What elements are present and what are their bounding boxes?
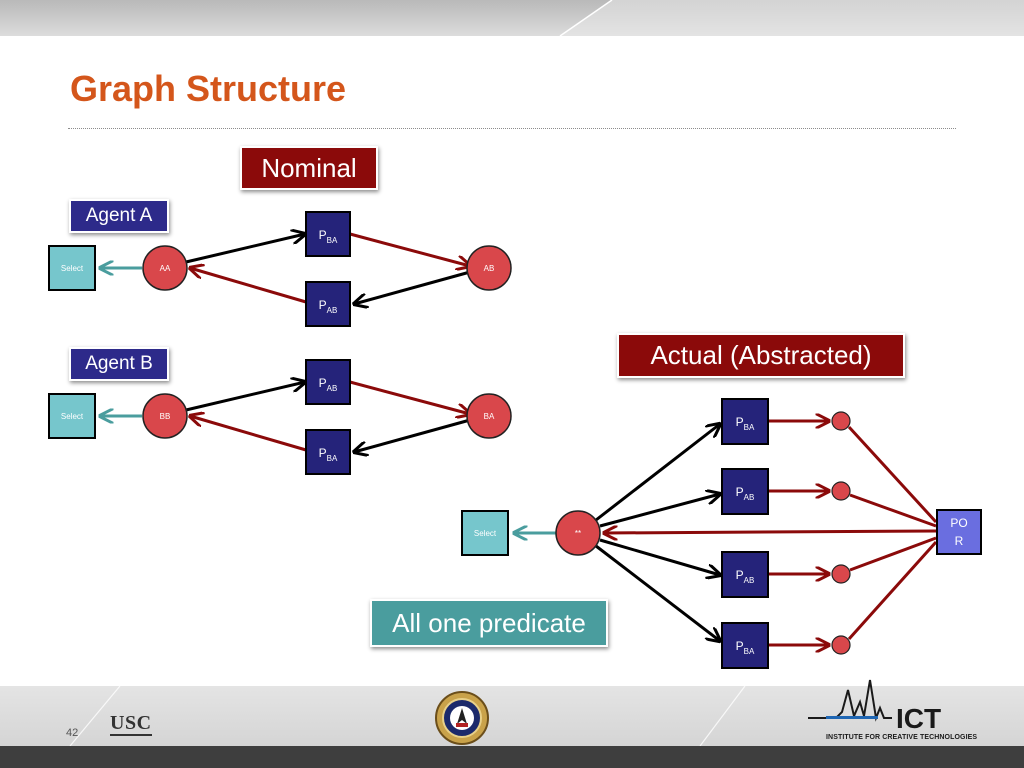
top-banner [0, 0, 1024, 36]
state-node-3 [831, 564, 851, 584]
predicate-node-actual-2: PAB [721, 468, 769, 515]
agent-a-label: Agent A [69, 199, 169, 233]
state-node-1 [831, 411, 851, 431]
edge-pab-to-aa [190, 268, 307, 304]
predicate-base: P [736, 568, 744, 582]
edge-center-to-p4 [595, 544, 720, 641]
edge-bb-to-pab [185, 382, 305, 412]
svg-text:PAB: PAB [736, 485, 755, 502]
edge-center-to-p2 [599, 494, 720, 528]
predicate-base: P [319, 228, 327, 242]
ict-logo-text: ICT [896, 703, 941, 734]
slide-title: Graph Structure [70, 68, 347, 109]
predicate-base: P [736, 415, 744, 429]
actual-abstracted-label: Actual (Abstracted) [617, 333, 905, 378]
edge-state2-to-por [849, 493, 937, 528]
edge-ab-to-pab [354, 270, 471, 304]
node-center-label: ** [575, 529, 581, 538]
agent-b-label-text: Agent B [85, 353, 153, 374]
svg-text:PBA: PBA [736, 639, 755, 656]
title-divider [68, 128, 956, 129]
edge-por-to-center [604, 531, 937, 533]
predicate-subscript: AB [327, 306, 338, 315]
svg-text:PBA: PBA [736, 415, 755, 432]
predicate-subscript: AB [327, 384, 338, 393]
predicate-base: P [319, 376, 327, 390]
select-node-label: Select [474, 529, 497, 538]
edge-pba-to-bb [190, 416, 307, 452]
page-number: 42 [66, 727, 79, 739]
footer-swoosh [69, 686, 746, 747]
node-aa-label: AA [160, 264, 171, 273]
predicate-base: P [736, 485, 744, 499]
svg-text:PAB: PAB [319, 376, 338, 393]
edge-aa-to-pba [185, 234, 305, 264]
node-ab-label: AB [484, 264, 495, 273]
usc-logo: USC [110, 712, 152, 736]
graph-diagram: Select AA AB PBA PAB Select [48, 211, 982, 669]
nominal-label-text: Nominal [261, 152, 357, 183]
state-node-4 [831, 635, 851, 655]
por-label-line-1: PO [950, 516, 967, 530]
state-node-2 [831, 481, 851, 501]
svg-text:PAB: PAB [736, 568, 755, 585]
predicate-base: P [319, 446, 327, 460]
predicate-subscript: BA [327, 454, 338, 463]
agent-a-label-text: Agent A [85, 205, 153, 226]
por-node: PO R [936, 509, 982, 555]
predicate-subscript: AB [744, 576, 755, 585]
node-bb-label: BB [160, 412, 171, 421]
edge-state3-to-por [849, 536, 937, 572]
edge-pab-to-ba [349, 380, 470, 414]
svg-text:PAB: PAB [319, 298, 338, 315]
edge-center-to-p1 [595, 424, 720, 522]
predicate-base: P [736, 639, 744, 653]
predicate-node-actual-1: PBA [721, 398, 769, 445]
select-node-b: Select [48, 393, 96, 439]
por-label-line-2: R [955, 534, 964, 548]
predicate-node-a-lower: PAB [305, 281, 351, 327]
predicate-node-actual-4: PBA [721, 622, 769, 669]
predicate-subscript: BA [744, 423, 755, 432]
edge-center-to-p3 [599, 538, 720, 575]
banner-swoosh [559, 0, 1024, 36]
select-node-label: Select [61, 412, 84, 421]
svg-text:PBA: PBA [319, 446, 338, 463]
node-ba: BA [466, 393, 512, 439]
predicate-node-actual-3: PAB [721, 551, 769, 598]
predicate-subscript: BA [744, 647, 755, 656]
all-one-predicate-label-text: All one predicate [392, 607, 586, 638]
select-node-a: Select [48, 245, 96, 291]
nominal-label: Nominal [240, 146, 378, 190]
predicate-node-a-upper: PBA [305, 211, 351, 257]
predicate-subscript: BA [327, 236, 338, 245]
actual-graph: Select ** PBA PAB PAB PBA PO R [461, 398, 982, 669]
army-seal-logo [435, 691, 489, 745]
actual-abstracted-label-text: Actual (Abstracted) [650, 340, 872, 370]
select-node-label: Select [61, 264, 84, 273]
node-aa: AA [142, 245, 188, 291]
agent-a-graph: Select AA AB PBA PAB [48, 211, 512, 327]
node-bb: BB [142, 393, 188, 439]
agent-b-label: Agent B [69, 347, 169, 381]
ict-logo: ICT [808, 679, 941, 734]
edge-ba-to-pba [354, 418, 471, 452]
all-one-predicate-label: All one predicate [370, 599, 608, 647]
predicate-node-b-upper: PAB [305, 359, 351, 405]
select-node-actual: Select [461, 510, 509, 556]
predicate-node-b-lower: PBA [305, 429, 351, 475]
predicate-subscript: AB [744, 493, 755, 502]
node-center: ** [555, 510, 601, 556]
footer-bar [0, 746, 1024, 768]
agent-b-graph: Select BB BA PAB PBA [48, 359, 512, 475]
edge-state4-to-por [847, 540, 938, 641]
node-ab: AB [466, 245, 512, 291]
predicate-base: P [319, 298, 327, 312]
edge-state1-to-por [847, 425, 938, 524]
ict-caption: INSTITUTE FOR CREATIVE TECHNOLOGIES [826, 734, 978, 741]
svg-text:PBA: PBA [319, 228, 338, 245]
edge-pba-to-ab [349, 232, 470, 266]
node-ba-label: BA [484, 412, 495, 421]
